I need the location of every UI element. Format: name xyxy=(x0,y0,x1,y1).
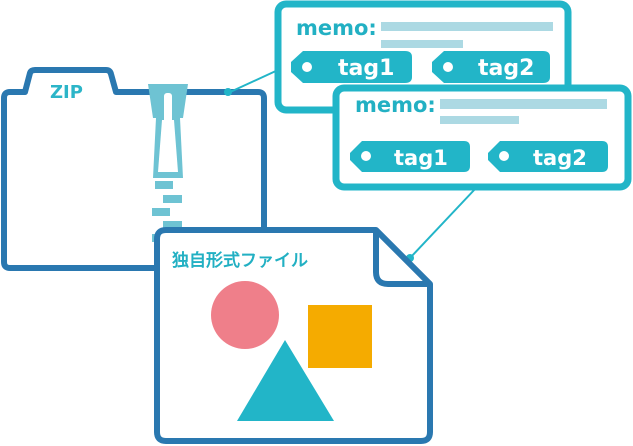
connector-line xyxy=(409,187,477,259)
tag-chip: tag1 xyxy=(350,141,470,172)
memo-text-line xyxy=(381,40,463,48)
document-outline xyxy=(154,227,433,444)
connector-dot xyxy=(224,88,232,96)
triangle-shape xyxy=(237,340,334,421)
folder-label: ZIP xyxy=(50,82,83,103)
svg-text:tag2: tag2 xyxy=(478,56,534,81)
memo-text-line xyxy=(381,22,553,31)
custom-format-document: 独自形式ファイル xyxy=(154,227,433,444)
folder-outline xyxy=(1,67,267,271)
tag-chip: tag1 xyxy=(291,51,412,83)
connector-line xyxy=(227,69,279,94)
tag-chip: tag2 xyxy=(488,141,608,172)
memo-card-1: memo: tag1 tag2 xyxy=(274,0,572,114)
svg-text:tag2: tag2 xyxy=(533,146,587,170)
memo-text-line xyxy=(440,116,519,124)
zipper-icon xyxy=(148,84,188,242)
tag-chip: tag2 xyxy=(432,51,550,83)
memo-label: memo: xyxy=(296,16,377,40)
memo-card-2: memo: tag1 tag2 xyxy=(332,84,632,191)
memo-label: memo: xyxy=(355,93,436,117)
document-title: 独自形式ファイル xyxy=(172,250,308,271)
svg-text:tag1: tag1 xyxy=(338,56,394,81)
folded-corner-icon xyxy=(373,230,430,287)
memo-text-line xyxy=(440,99,607,109)
square-shape xyxy=(308,305,372,368)
zip-folder: ZIP xyxy=(1,67,267,271)
circle-shape xyxy=(211,281,279,349)
svg-text:tag1: tag1 xyxy=(394,146,448,170)
